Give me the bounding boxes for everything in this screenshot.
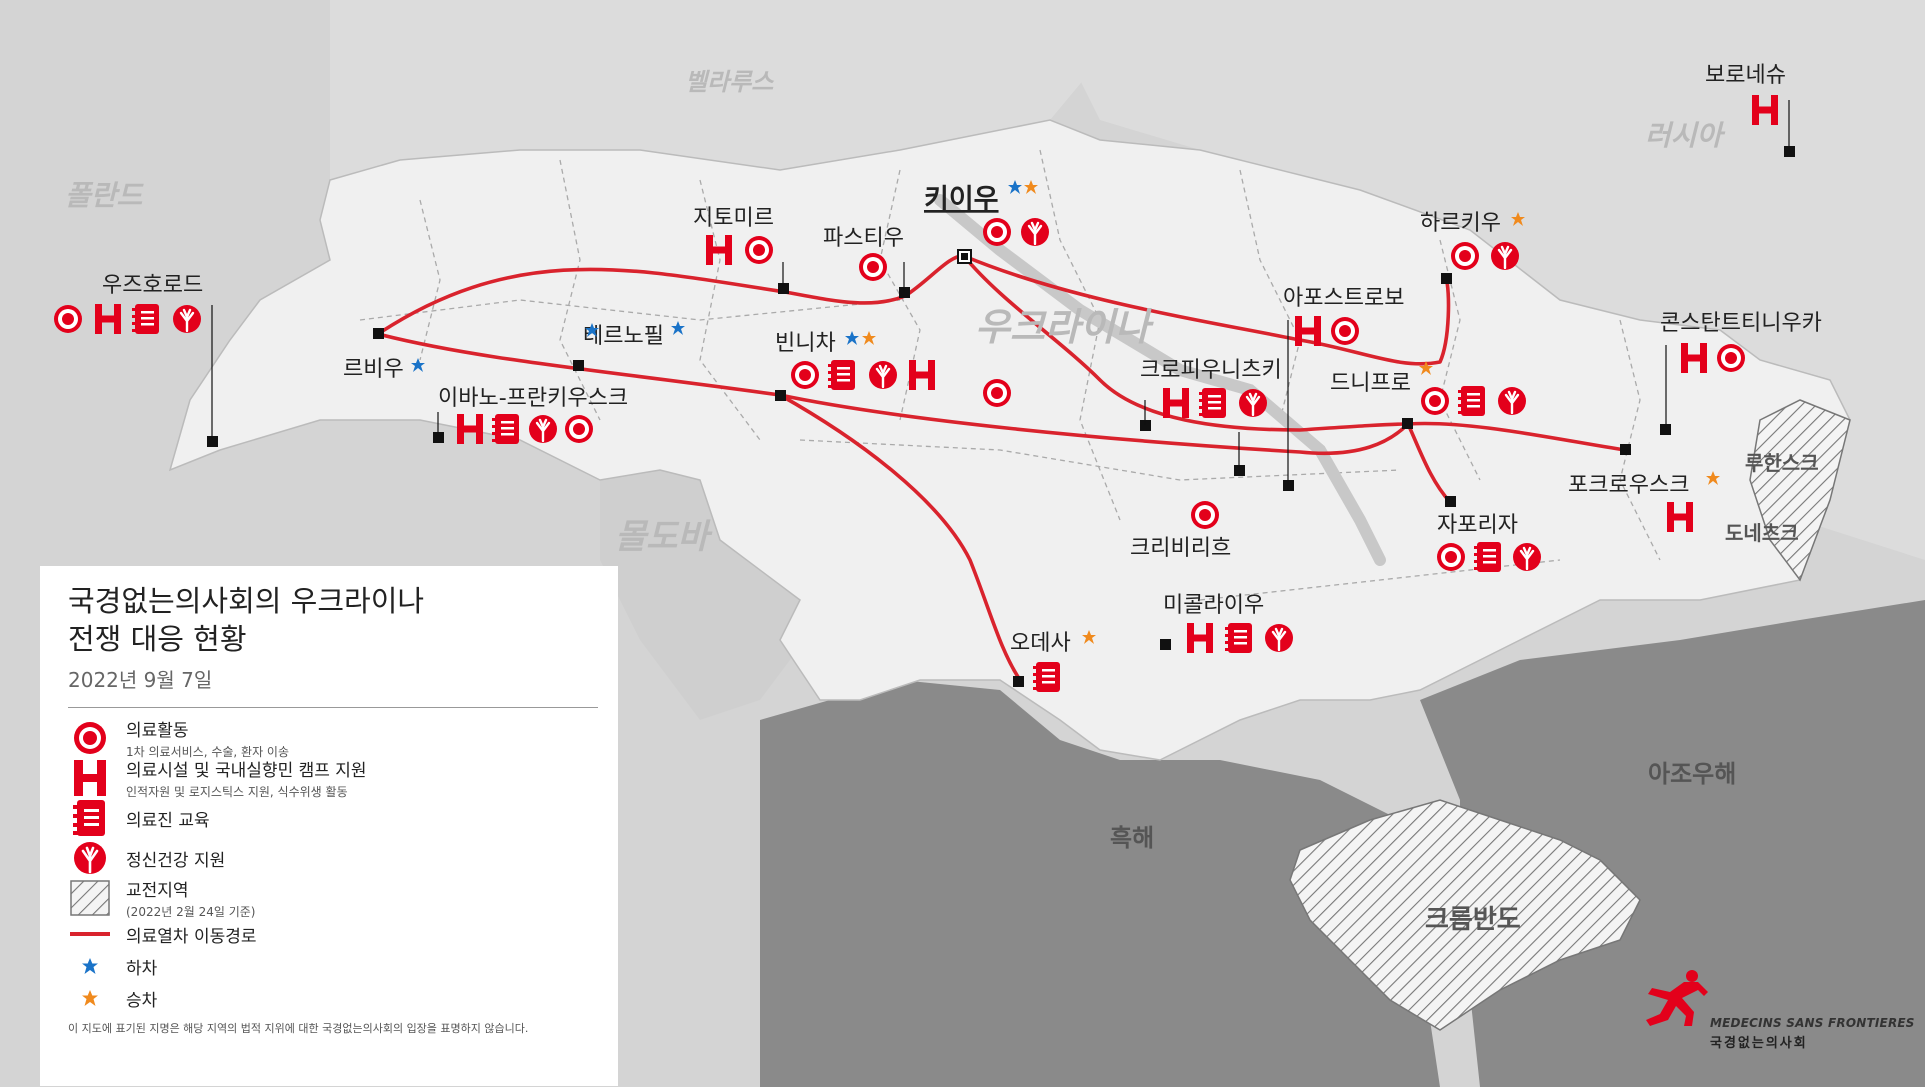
orange-star-icon: [68, 978, 112, 1018]
legend-mental-label: 정신건강 지원: [126, 850, 226, 871]
city-ivano: 이바노-프란키우스크: [438, 386, 628, 411]
station-markers: [207, 146, 1795, 687]
msf-name: MEDECINS SANS FRONTIERES: [1710, 1016, 1915, 1030]
sea-label-azov: 아조우해: [1648, 760, 1736, 788]
legend-row-medical: 의료활동 1차 의료서비스, 수술, 환자 이송: [68, 718, 596, 759]
crimea: [1289, 799, 1641, 1031]
legend-row-board: 승차: [68, 982, 596, 1014]
conflict-zone-icon: [68, 878, 112, 918]
legend-date: 2022년 9월 7일: [68, 668, 213, 692]
legend-medical-label: 의료활동: [126, 721, 189, 741]
legend-board-label: 승차: [126, 990, 158, 1011]
legend-training-label: 의료진 교육: [126, 810, 210, 831]
training-icon: [68, 798, 112, 838]
legend-title-line1: 국경없는의사회의 우크라이나: [68, 584, 425, 618]
sea-label-black: 흑해: [1110, 824, 1154, 852]
legend-row-mental: 정신건강 지원: [68, 838, 596, 878]
legend-panel: 국경없는의사회의 우크라이나 전쟁 대응 현황 2022년 9월 7일 의료활동…: [40, 566, 618, 1086]
dnipro-river: [934, 194, 1386, 566]
legend-divider: [68, 707, 598, 708]
city-labels: 키이우 지토미르 파스티우 우즈호로드 르비우 테르노필 이바노-프란키우스크 …: [102, 63, 1822, 656]
msf-logo: MEDECINS SANS FRONTIERES 국경없는의사회: [1640, 968, 1920, 1051]
mental-health-icon: [68, 838, 112, 878]
country-label-poland: 폴란드: [65, 179, 145, 212]
city-zhytomyr: 지토미르: [693, 206, 774, 231]
city-kostiantynivka: 콘스탄트티니우카: [1660, 311, 1822, 336]
city-pokrovsk: 포크로우스크: [1568, 473, 1689, 498]
occupied-east: [1749, 399, 1851, 582]
country-label-russia: 러시아: [1645, 119, 1726, 152]
medical-train-routes: [376, 254, 1627, 682]
legend-medical-sub: 1차 의료서비스, 수술, 환자 이송: [126, 745, 290, 759]
facility-support-icon: [68, 758, 112, 798]
city-fastiv: 파스티우: [823, 226, 904, 251]
country-label-ukraine: 우크라이나: [975, 305, 1154, 349]
city-dnipro: 드니프로: [1330, 371, 1411, 396]
legend-drop-label: 하차: [126, 958, 158, 979]
legend-conflict-sub: (2022년 2월 24일 기준): [126, 905, 256, 919]
city-uzhhorod: 우즈호로드: [102, 273, 203, 298]
city-odesa: 오데사: [1010, 631, 1071, 656]
blue-star-icon: [68, 946, 112, 986]
country-label-belarus: 벨라루스: [685, 68, 774, 96]
city-kryvyi-rih: 크리비리흐: [1130, 536, 1231, 561]
region-label-crimea: 크름반도: [1425, 905, 1521, 935]
city-apostolove: 아포스트로보: [1283, 286, 1404, 311]
region-label-luhansk: 루한스크: [1745, 451, 1819, 475]
ukraine-land: [168, 119, 1851, 761]
msf-korean-name: 국경없는의사회: [1710, 1036, 1808, 1051]
city-kyiv: 키이우: [924, 184, 999, 215]
city-vinnytsia: 빈니차: [775, 331, 836, 356]
legend-train-label: 의료열차 이동경로: [126, 926, 257, 947]
leader-lines: [211, 100, 1790, 485]
city-ternopil: 테르노필: [583, 324, 664, 349]
legend-row-drop: 하차: [68, 950, 596, 982]
legend-row-train: 의료열차 이동경로: [68, 918, 596, 950]
city-zaporizhzhia: 자포리자: [1437, 513, 1518, 538]
legend-facility-sub: 인적자원 및 로지스틱스 지원, 식수위생 활동: [126, 785, 348, 799]
legend-disclaimer: 이 지도에 표기된 지명은 해당 지역의 법적 지위에 대한 국경없는의사회의 …: [68, 1022, 529, 1035]
legend-facility-label: 의료시설 및 국내실향민 캠프 지원: [126, 761, 367, 781]
train-route-icon: [68, 914, 112, 954]
legend-row-conflict: 교전지역 (2022년 2월 24일 기준): [68, 878, 596, 919]
region-label-donetsk: 도네츠크: [1725, 521, 1799, 545]
medical-activity-icon: [68, 718, 112, 758]
belarus-region: [330, 0, 1100, 180]
country-label-moldova: 몰도바: [615, 517, 714, 557]
legend-conflict-label: 교전지역: [126, 881, 189, 901]
legend-row-training: 의료진 교육: [68, 798, 596, 838]
msf-runner-icon: [1646, 970, 1708, 1026]
city-kropyvnytskyi: 크로피우니츠키: [1140, 358, 1282, 383]
city-kharkiv: 하르키우: [1420, 211, 1501, 236]
city-mykolaiv: 미콜라이우: [1163, 593, 1264, 618]
black-sea: [760, 680, 1440, 1087]
city-lviv: 르비우: [343, 357, 404, 382]
city-boronesh: 보로네슈: [1705, 63, 1786, 88]
legend-title-line2: 전쟁 대응 현황: [68, 622, 247, 656]
